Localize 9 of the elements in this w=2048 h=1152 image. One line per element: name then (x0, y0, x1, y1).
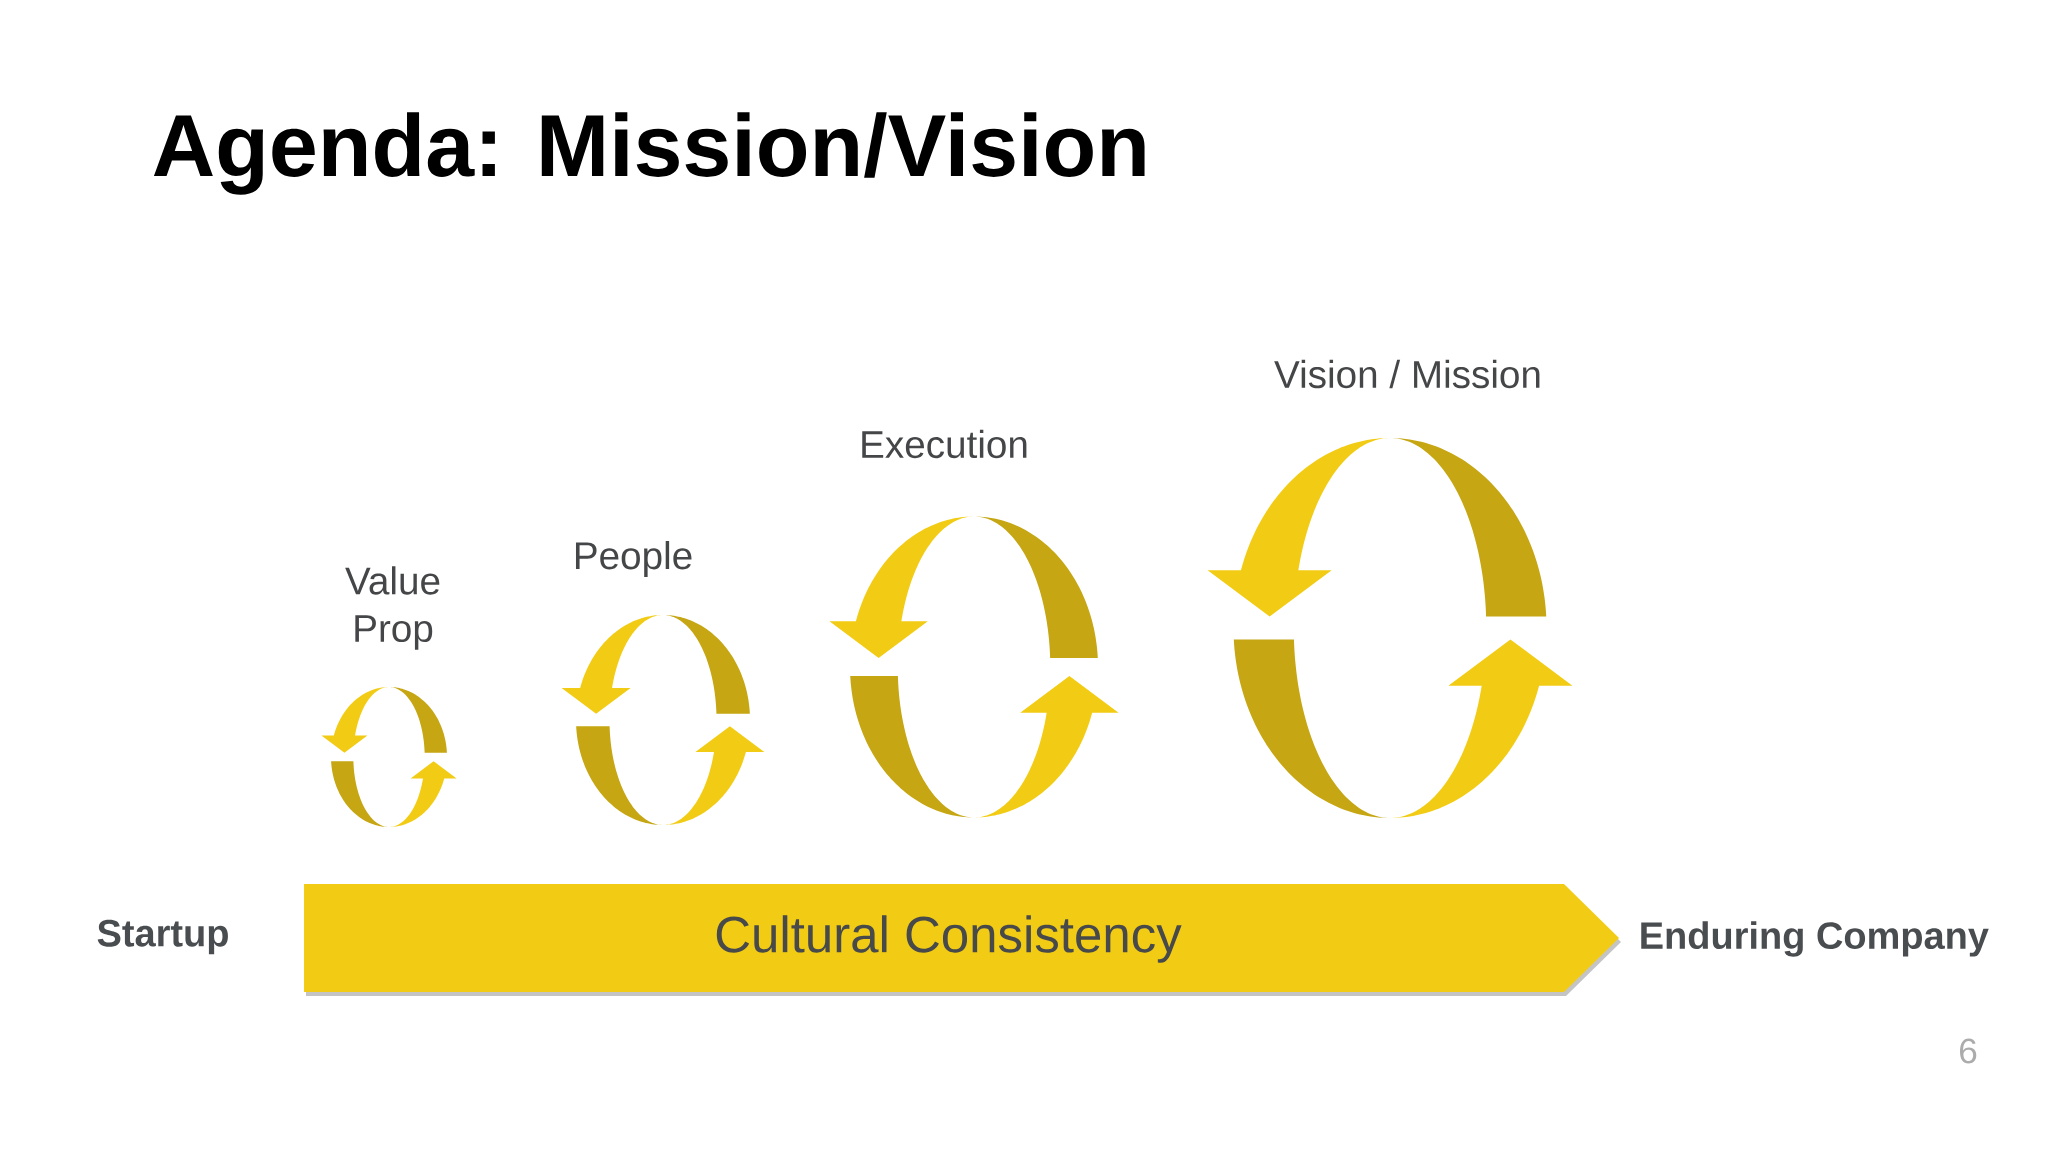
stage-label: Execution (862, 429, 1027, 459)
stage-label: Value Prop (345, 566, 440, 650)
start-label: Startup (97, 919, 228, 955)
page-number: 6 (1960, 1038, 1977, 1064)
stage-label: People (576, 541, 692, 577)
end-label: Enduring Company (1641, 921, 1989, 957)
slide-title: Agenda: Mission/Vision (153, 112, 1145, 195)
arrow-band: Cultural Consistency (304, 884, 1621, 996)
stage-label: Vision / Mission (1274, 359, 1540, 389)
